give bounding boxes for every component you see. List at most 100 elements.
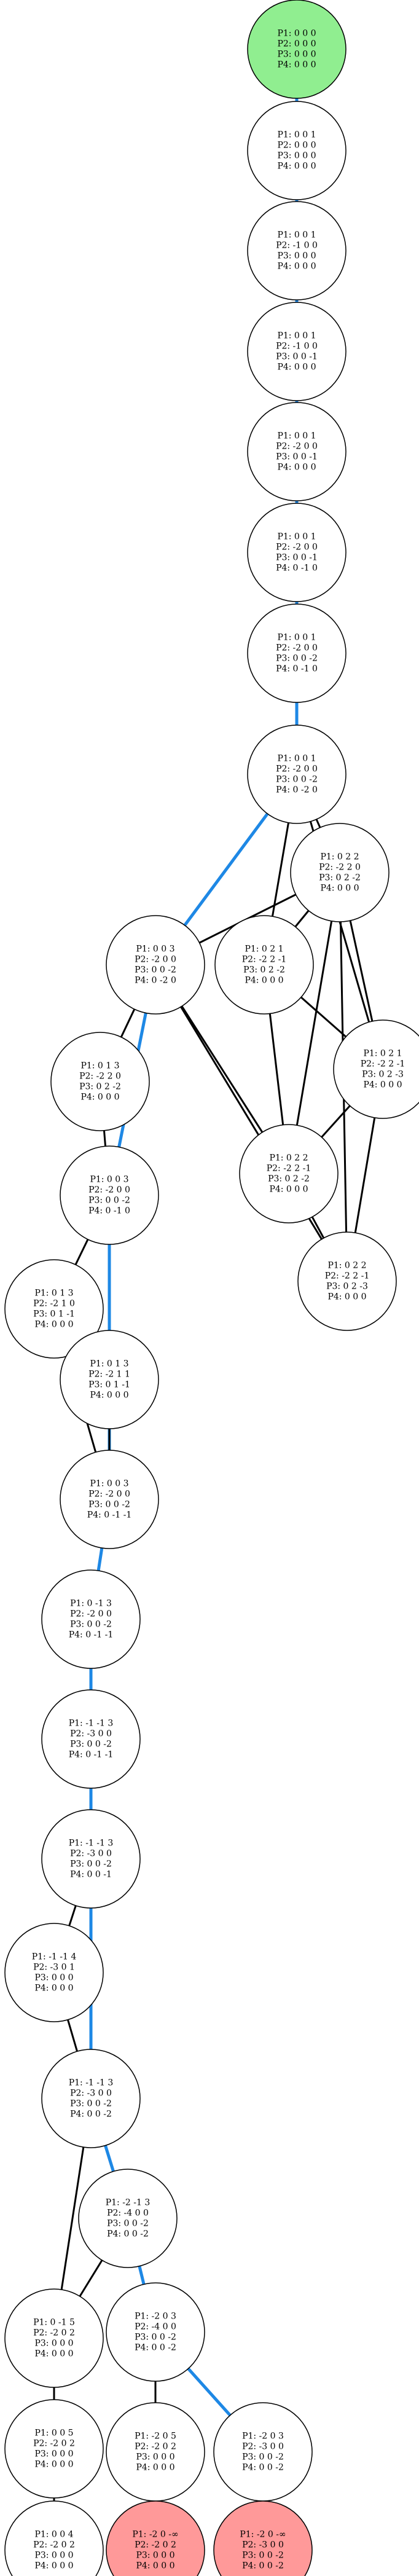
node-label-line: P2: -2 2 -1 [267, 1164, 311, 1174]
node-label-line: P1: 0 2 2 [269, 1153, 308, 1163]
node-shape [60, 1330, 159, 1429]
node-label-line: P3: 0 0 -1 [276, 553, 318, 563]
node-label-line: P2: -2 0 0 [135, 955, 176, 965]
node-label-line: P2: -2 2 -1 [242, 955, 287, 965]
state-node-n21: P1: -1 -1 3P2: -3 0 0P3: 0 0 -2P4: 0 0 -… [41, 1809, 141, 1909]
node-label-line: P4: 0 -2 0 [135, 976, 176, 986]
node-label-line: P2: -3 0 0 [70, 1729, 112, 1739]
node-label-line: P3: 0 0 -2 [276, 654, 318, 664]
node-label-line: P1: 0 0 1 [277, 754, 316, 764]
state-node-n24: P1: -2 -1 3P2: -4 0 0P3: 0 0 -2P4: 0 0 -… [78, 2169, 178, 2268]
node-label-line: P4: 0 0 0 [269, 1185, 308, 1195]
node-label-line: P2: -2 2 0 [79, 1072, 121, 1082]
state-node-n31: P1: -2 0 -∞P2: -2 0 2P3: 0 0 0P4: 0 0 0 [106, 2500, 205, 2576]
node-label-line: P1: 0 0 3 [90, 1175, 128, 1185]
node-shape [60, 1450, 159, 1549]
node-shape [213, 2500, 313, 2576]
node-label-line: P2: -2 0 2 [135, 2540, 176, 2550]
node-label-line: P3: 0 0 0 [277, 151, 316, 161]
node-label-line: P2: -2 2 -1 [361, 1059, 405, 1069]
node-shape [41, 2049, 141, 2148]
node-label-line: P2: -2 0 0 [88, 1490, 130, 1499]
node-label-line: P1: 0 0 1 [277, 331, 316, 341]
node-label-line: P4: 0 0 0 [90, 1391, 128, 1400]
node-label-line: P1: -2 0 -∞ [240, 2530, 286, 2540]
node-label-line: P4: 0 0 0 [277, 363, 316, 372]
state-node-n11: P1: 0 1 3P2: -2 2 0P3: 0 2 -2P4: 0 0 0 [50, 1032, 150, 1131]
node-label-line: P3: 0 0 -1 [276, 352, 318, 362]
edge-n23-n25 [60, 2146, 85, 2291]
edge-n22-n23 [66, 2019, 79, 2052]
state-node-n1: P1: 0 0 1P2: 0 0 0P3: 0 0 0P4: 0 0 0 [247, 101, 347, 200]
node-label-line: P4: 0 0 0 [136, 2561, 174, 2571]
node-label-line: P2: -3 0 0 [242, 2540, 284, 2550]
node-label-line: P4: 0 0 -2 [135, 2343, 176, 2353]
node-label-line: P1: -1 -1 3 [69, 1719, 114, 1729]
node-label-line: P4: 0 0 0 [34, 2349, 73, 2359]
node-shape [247, 603, 347, 703]
node-label-line: P3: 0 2 -2 [319, 873, 361, 883]
state-node-n10: P1: 0 2 1P2: -2 2 -1P3: 0 2 -2P4: 0 0 0 [214, 915, 314, 1015]
node-label-line: P1: 0 1 3 [34, 1289, 73, 1298]
node-label-line: P3: 0 0 -2 [88, 1196, 130, 1206]
node-label-line: P3: 0 0 -2 [135, 2333, 176, 2342]
node-shape [247, 201, 347, 300]
node-label-line: P2: -1 0 0 [276, 241, 318, 251]
node-label-line: P3: 0 2 -2 [243, 965, 285, 975]
node-shape [4, 2288, 104, 2388]
state-node-n14: P1: 0 2 2P2: -2 2 -1P3: 0 2 -2P4: 0 0 0 [239, 1124, 339, 1223]
state-node-n29: P1: -2 0 3P2: -3 0 0P3: 0 0 -2P4: 0 0 -2 [213, 2402, 313, 2502]
edge-n13-n16 [74, 1238, 89, 1266]
node-label-line: P4: 0 0 0 [277, 162, 316, 171]
node-label-line: P4: 0 0 -2 [242, 2463, 284, 2473]
node-shape [333, 1019, 419, 1119]
node-label-line: P1: -2 -1 3 [106, 2198, 151, 2208]
edge-n14-n15 [311, 1215, 325, 1239]
node-label-line: P4: 0 0 0 [277, 60, 316, 70]
node-label-line: P2: -3 0 0 [70, 1849, 112, 1859]
state-node-n8: P1: 0 2 2P2: -2 2 0P3: 0 2 -2P4: 0 0 0 [290, 823, 390, 922]
node-label-line: P1: 0 2 2 [320, 852, 359, 862]
state-node-n3: P1: 0 0 1P2: -1 0 0P3: 0 0 -1P4: 0 0 0 [247, 302, 347, 401]
state-node-n12: P1: 0 2 1P2: -2 2 -1P3: 0 2 -3P4: 0 0 0 [333, 1019, 419, 1119]
node-shape [106, 2500, 205, 2576]
node-shape [247, 503, 347, 602]
node-label-line: P3: 0 0 -2 [242, 2452, 284, 2462]
node-shape [247, 402, 347, 501]
state-node-n25: P1: 0 -1 5P2: -2 0 2P3: 0 0 0P4: 0 0 0 [4, 2288, 104, 2388]
node-label-line: P2: -1 0 0 [276, 342, 318, 351]
node-label-line: P1: 0 1 3 [80, 1061, 119, 1071]
state-node-n6: P1: 0 0 1P2: -2 0 0P3: 0 0 -2P4: 0 -1 0 [247, 603, 347, 703]
node-label-line: P4: 0 0 -1 [70, 1870, 112, 1880]
node-label-line: P3: 0 0 -2 [242, 2551, 284, 2561]
node-label-line: P2: -4 0 0 [135, 2322, 176, 2332]
node-label-line: P4: 0 0 0 [34, 2561, 73, 2571]
node-label-line: P1: 0 0 1 [277, 130, 316, 140]
node-label-line: P1: 0 0 1 [277, 230, 316, 240]
node-label-line: P2: -2 2 -1 [325, 1271, 370, 1281]
node-label-line: P1: 0 0 3 [90, 1479, 128, 1489]
node-label-line: P1: 0 2 1 [245, 944, 283, 954]
node-label-line: P3: 0 0 0 [136, 2551, 174, 2561]
node-shape [4, 2500, 104, 2576]
edge-n11-n13 [103, 1129, 107, 1147]
node-label-line: P4: 0 0 0 [136, 2463, 174, 2473]
node-label-line: P1: 0 2 1 [363, 1049, 402, 1059]
node-shape [106, 2282, 205, 2382]
node-shape [4, 2399, 104, 2499]
node-label-line: P2: -2 0 2 [33, 2439, 75, 2449]
node-label-line: P2: -2 2 0 [319, 863, 361, 873]
node-label-line: P3: 0 0 0 [136, 2452, 174, 2462]
node-label-line: P1: 0 0 1 [277, 431, 316, 441]
node-label-line: P3: 0 2 -3 [326, 1282, 368, 1292]
node-shape [239, 1124, 339, 1223]
edge-n10-n12 [300, 996, 347, 1038]
node-label-line: P1: -2 0 -∞ [132, 2530, 178, 2540]
state-node-n16: P1: 0 1 3P2: -2 1 0P3: 0 1 -1P4: 0 0 0 [4, 1259, 104, 1359]
node-shape [247, 302, 347, 401]
edge-n18-n19-highlighted [96, 1546, 104, 1573]
state-node-n9: P1: 0 0 3P2: -2 0 0P3: 0 0 -2P4: 0 -2 0 [106, 915, 205, 1015]
edge-n8-n14 [296, 920, 333, 1126]
state-node-n26: P1: -2 0 3P2: -4 0 0P3: 0 0 -2P4: 0 0 -2 [106, 2282, 205, 2382]
node-label-line: P1: 0 0 0 [277, 29, 316, 39]
